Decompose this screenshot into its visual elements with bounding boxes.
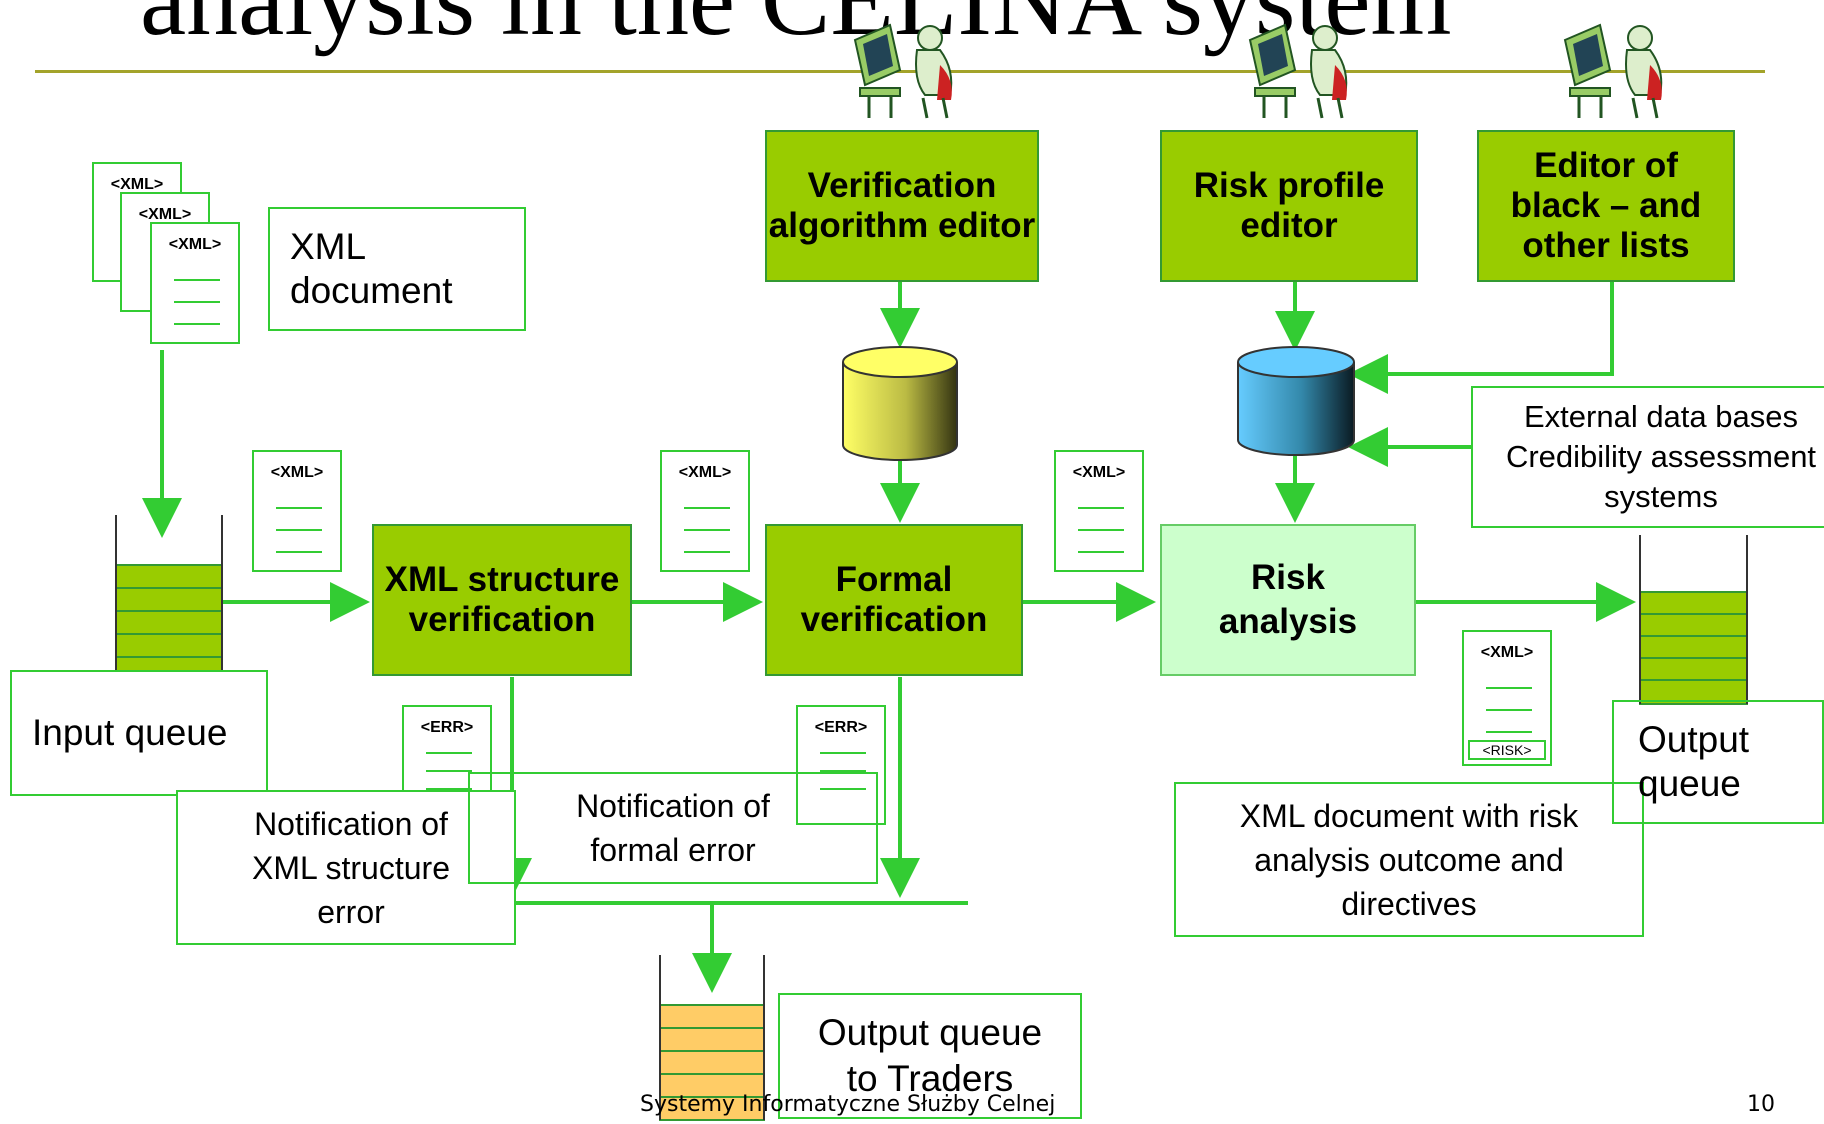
error-document-icon: <ERR> [796, 705, 886, 825]
notification-structure-error-label: Notification of XML structure error [176, 790, 516, 945]
output-queue-traders-label: Output queue to Traders [778, 993, 1082, 1119]
database-icon [842, 346, 958, 461]
xml-document-icon: <XML> [660, 450, 750, 572]
output-queue-label: Output queue [1612, 700, 1824, 824]
database-icon [1237, 346, 1355, 456]
external-data-bases-label: External data bases Credibility assessme… [1471, 386, 1824, 528]
computer-operator-icon [853, 23, 953, 119]
footer-text: Systemy Informatyczne Służby Celnej [640, 1092, 1056, 1117]
risk-profile-editor-box: Risk profile editor [1160, 130, 1418, 282]
formal-verification-box: Formal verification [765, 524, 1023, 676]
verification-algorithm-editor-box: Verification algorithm editor [765, 130, 1039, 282]
computer-operator-icon [1248, 23, 1348, 119]
slide-title: analysis in the CELINA system [140, 0, 1451, 52]
page-number: 10 [1747, 1092, 1775, 1117]
xml-document-label: XML document [268, 207, 526, 331]
input-queue-stack [115, 515, 223, 681]
xml-structure-verification-box: XML structure verification [372, 524, 632, 676]
xml-document-icon: <XML> [1054, 450, 1144, 572]
risk-analysis-box: Risk analysis [1160, 524, 1416, 676]
xml-document-icon: <XML> [150, 222, 240, 344]
xml-document-icon: <XML> [252, 450, 342, 572]
xml-risk-document-icon: <XML> <RISK> [1462, 630, 1552, 766]
traders-queue-stack [659, 955, 765, 1121]
editor-of-lists-box: Editor of black – and other lists [1477, 130, 1735, 282]
title-rule [35, 70, 1765, 73]
notification-formal-error-label: Notification of formal error [468, 772, 878, 884]
input-queue-label: Input queue [10, 670, 268, 796]
output-queue-stack [1639, 535, 1748, 705]
computer-operator-icon [1563, 23, 1663, 119]
xml-with-risk-label: XML document with risk analysis outcome … [1174, 782, 1644, 937]
arrow-lists-to-db [1348, 282, 1614, 394]
risk-tag: <RISK> [1468, 740, 1546, 760]
